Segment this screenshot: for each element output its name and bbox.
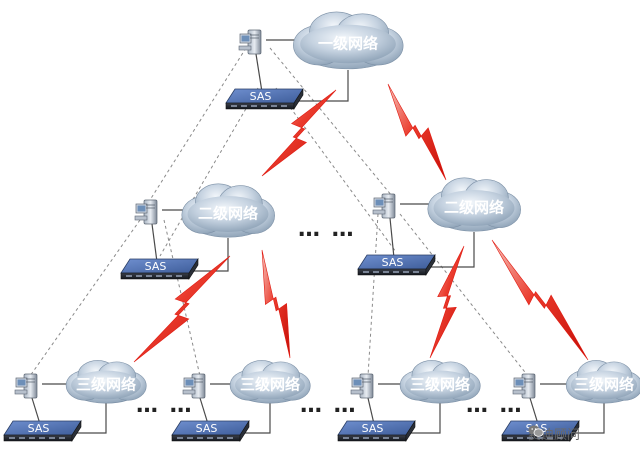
server-level3-4 <box>512 373 536 399</box>
lightning-link-l1-to-l2-left <box>261 89 337 177</box>
cloud-level2-2: 二级网络 <box>427 177 521 232</box>
server-level3-1 <box>14 373 38 399</box>
sas-device-level3-1: SAS <box>3 419 82 443</box>
sas-device-level2-1-label: SAS <box>145 260 167 273</box>
dashed-link-l2-right-to-l3-c <box>367 213 379 377</box>
wechat-icon <box>528 425 544 437</box>
pc-sas-link-l3-0 <box>31 397 41 425</box>
cloud-level3-4-label: 三级网络 <box>574 376 634 394</box>
sas-link-l2-1 <box>422 232 475 268</box>
sas-device-level2-1: SAS <box>120 257 199 281</box>
sas-link-l3-1 <box>236 403 271 434</box>
lightning-link-l2-left-to-l3-a <box>133 255 231 363</box>
sas-link-l2-0 <box>185 238 229 272</box>
sas-device-level2-2: SAS <box>357 253 436 277</box>
pc-sas-link-l3-2 <box>367 397 375 425</box>
server-level2-1 <box>134 199 158 225</box>
dashed-link-l1-to-l2-right <box>269 47 393 197</box>
server-level3-3 <box>350 373 374 399</box>
pc-sas-link-l3-3 <box>529 397 539 425</box>
ellipsis-2: … … <box>136 393 194 418</box>
server-level2-2 <box>372 193 396 219</box>
dashed-link-sas-l1-to-sas-l2-left <box>159 87 259 257</box>
cloud-level3-3: 三级网络 <box>399 360 481 404</box>
server-level3-2 <box>182 373 206 399</box>
pc-sas-link-l2-0 <box>151 223 158 263</box>
sas-device-level3-2-label: SAS <box>196 422 218 435</box>
dashed-link-l2-left-to-l3-a <box>29 219 141 377</box>
ellipsis-1: … … <box>298 217 356 242</box>
lightning-link-l1-to-l2-right <box>387 83 447 181</box>
cloud-level3-2-label: 三级网络 <box>240 376 300 394</box>
pc-sas-link-l1 <box>255 53 263 93</box>
sas-device-level2-2-label: SAS <box>382 256 404 269</box>
lightning-link-l2-right-to-l3-c <box>429 245 465 359</box>
cloud-level1-label: 一级网络 <box>318 35 378 53</box>
sas-device-level3-2: SAS <box>171 419 250 443</box>
dashed-link-l2-right-to-l3-d <box>399 213 529 377</box>
cloud-level2-2-label: 二级网络 <box>444 199 504 217</box>
cloud-level2-1-label: 二级网络 <box>198 205 258 223</box>
sas-link-l3-3 <box>566 403 605 434</box>
cloud-level3-4: 三级网络 <box>565 360 640 404</box>
ellipsis-4: … … <box>466 393 524 418</box>
cloud-level1: 一级网络 <box>293 11 404 70</box>
sas-device-level3-3: SAS <box>337 419 416 443</box>
lightning-link-l2-right-to-l3-d <box>491 239 589 361</box>
cloud-level3-2: 三级网络 <box>229 360 311 404</box>
sas-device-level1: SAS <box>225 87 304 111</box>
sas-link-l3-0 <box>68 403 107 434</box>
lightning-link-l2-left-to-l3-b <box>261 249 291 359</box>
cloud-level2-1: 二级网络 <box>181 183 275 238</box>
sas-link-l3-2 <box>402 403 441 434</box>
wireless-links <box>133 83 589 363</box>
watermark: 赛迪顾问 <box>528 424 580 443</box>
sas-device-level1-label: SAS <box>250 90 272 103</box>
sas-device-level3-1-label: SAS <box>28 422 50 435</box>
pc-sas-link-l2-1 <box>389 217 395 259</box>
connection-lines <box>29 39 605 434</box>
ellipsis-3: … … <box>300 393 358 418</box>
cloud-level3-3-label: 三级网络 <box>410 376 470 394</box>
dashed-link-l1-to-l2-left <box>149 47 247 201</box>
cloud-level3-1: 三级网络 <box>65 360 147 404</box>
sas-link-l1 <box>290 70 349 102</box>
server-level1 <box>238 29 262 55</box>
sas-device-level3-3-label: SAS <box>362 422 384 435</box>
pc-sas-link-l3-1 <box>199 397 209 425</box>
ellipsis-markers: … … … … … … … … <box>136 217 524 418</box>
dashed-link-sas-l1-to-sas-l2-right <box>275 87 397 253</box>
cloud-level3-1-label: 三级网络 <box>76 376 136 394</box>
